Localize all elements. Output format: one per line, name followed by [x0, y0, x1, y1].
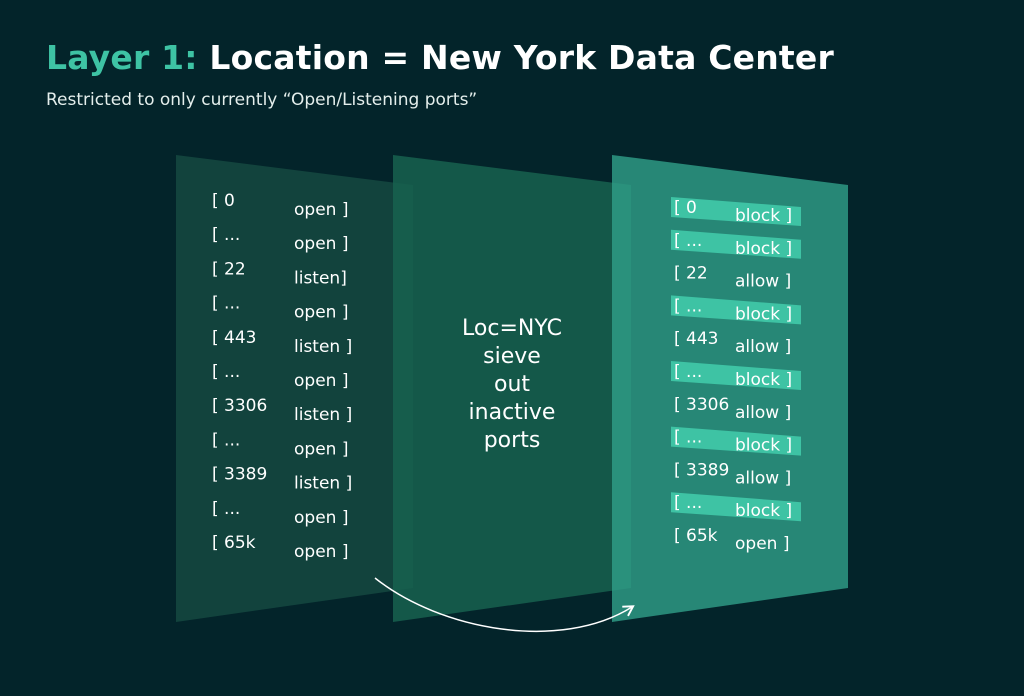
input-port-label: [ ... [212, 294, 240, 314]
input-port-label: [ 3306 [212, 396, 267, 416]
input-port-label: [ ... [212, 225, 240, 245]
flow-arrow [374, 577, 635, 633]
output-port-label: [ 0 [674, 198, 697, 218]
input-port-label: [ 22 [212, 259, 246, 279]
input-port-label: [ 65k [212, 533, 256, 553]
filter-panel [393, 155, 631, 622]
output-port-label: [ ... [674, 362, 702, 382]
input-port-label: [ 0 [212, 191, 235, 211]
output-port-label: [ 65k [674, 526, 718, 546]
output-port-label: [ 22 [674, 264, 708, 284]
block-highlight-bar [671, 492, 801, 522]
filter-text-line: out [494, 372, 530, 397]
input-port-state: listen] [294, 268, 347, 288]
input-port-label: [ 443 [212, 328, 256, 348]
block-highlight-bar [671, 295, 801, 325]
filter-description: Loc=NYC sieve out inactive ports [462, 316, 562, 453]
filter-text-line: inactive [469, 400, 556, 425]
output-port-state: allow ] [735, 337, 791, 357]
output-port-state: open ] [735, 534, 789, 554]
filter-text-line: sieve [483, 344, 541, 369]
input-port-state: open ] [294, 439, 348, 459]
output-port-state: block ] [735, 239, 792, 259]
output-port-state: block ] [735, 206, 792, 226]
output-port-label: [ ... [674, 428, 702, 448]
output-port-label: [ 443 [674, 329, 718, 349]
input-port-state: open ] [294, 234, 348, 254]
block-highlight-bar [671, 197, 801, 226]
output-port-state: block ] [735, 436, 792, 456]
subtitle: Restricted to only currently “Open/Liste… [46, 90, 478, 110]
input-port-state: open ] [294, 508, 348, 528]
filter-text-line: Loc=NYC [462, 316, 562, 341]
output-port-label: [ 3306 [674, 395, 729, 415]
block-highlight-bar [671, 229, 801, 259]
input-port-label: [ ... [212, 430, 240, 450]
input-port-label: [ 3389 [212, 465, 267, 485]
input-port-label: [ ... [212, 362, 240, 382]
output-port-label: [ ... [674, 231, 702, 251]
title-main: Location = New York Data Center [209, 38, 834, 77]
output-port-state: block ] [735, 501, 792, 521]
output-port-label: [ ... [674, 493, 702, 513]
title-prefix: Layer 1: [46, 38, 198, 77]
input-port-state: listen ] [294, 474, 352, 494]
input-port-label: [ ... [212, 499, 240, 519]
input-port-state: open ] [294, 200, 348, 220]
input-port-state: listen ] [294, 337, 352, 357]
input-ports-panel [176, 155, 413, 622]
output-port-state: block ] [735, 304, 792, 324]
filter-text-line: ports [484, 428, 541, 453]
output-port-label: [ 3389 [674, 460, 729, 480]
input-port-state: listen ] [294, 405, 352, 425]
input-port-state: open ] [294, 371, 348, 391]
input-port-state: open ] [294, 303, 348, 323]
output-ports-panel [612, 155, 848, 622]
output-port-list: [ 0 block ] [ ... block ] [ 22 allow ] [ ... bl… [671, 197, 801, 554]
input-port-state: open ] [294, 542, 348, 562]
input-port-list: [ 0 open ] [ ... open ] [ 22 listen] [ ... open… [212, 191, 352, 562]
page-title: Layer 1: Location = New York Data Center [46, 38, 834, 77]
output-port-label: [ ... [674, 296, 702, 316]
block-highlight-bar [671, 361, 801, 390]
output-port-state: allow ] [735, 403, 791, 423]
output-port-state: block ] [735, 370, 792, 390]
output-port-state: allow ] [735, 468, 791, 488]
block-highlight-bar [671, 426, 801, 456]
output-port-state: allow ] [735, 272, 791, 292]
